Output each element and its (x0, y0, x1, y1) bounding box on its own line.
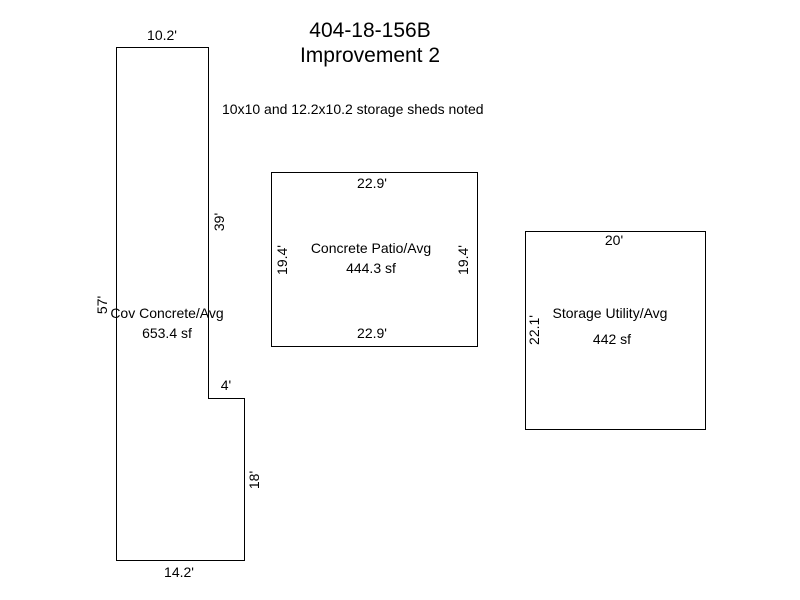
storage-dim-top: 20' (605, 232, 623, 248)
concrete-patio-outline (271, 172, 478, 347)
storage-label: Storage Utility/Avg (553, 305, 668, 321)
patio-dim-right: 19.4' (455, 245, 471, 275)
storage-sheds-note: 10x10 and 12.2x10.2 storage sheds noted (222, 101, 484, 117)
patio-dim-left: 19.4' (274, 245, 290, 275)
cov-concrete-dim-bottom: 14.2' (164, 564, 194, 580)
storage-utility-area: 20' 22.1' Storage Utility/Avg 442 sf (525, 231, 706, 430)
cov-concrete-area-value: 653.4 sf (142, 325, 192, 341)
cov-concrete-outline (116, 47, 245, 561)
patio-dim-bottom: 22.9' (357, 325, 387, 341)
patio-area-value: 444.3 sf (346, 260, 396, 276)
patio-dim-top: 22.9' (357, 175, 387, 191)
storage-dim-left: 22.1' (526, 315, 542, 345)
parcel-id-title: 404-18-156B (309, 19, 431, 42)
cov-concrete-dim-lower-right: 18' (246, 471, 262, 489)
cov-concrete-area: 10.2' 39' 4' 18' 14.2' 57' Cov Concrete/… (94, 27, 262, 580)
storage-area-value: 442 sf (593, 331, 631, 347)
cov-concrete-dim-upper-right: 39' (211, 213, 227, 231)
cov-concrete-dim-left: 57' (94, 296, 110, 314)
cov-concrete-dim-top: 10.2' (147, 27, 177, 43)
storage-utility-outline (525, 231, 706, 430)
improvement-title: Improvement 2 (299, 44, 441, 67)
patio-label: Concrete Patio/Avg (311, 240, 431, 256)
cov-concrete-dim-step: 4' (221, 377, 231, 393)
cov-concrete-label: Cov Concrete/Avg (110, 305, 223, 321)
concrete-patio-area: 22.9' 22.9' 19.4' 19.4' Concrete Patio/A… (271, 172, 478, 347)
